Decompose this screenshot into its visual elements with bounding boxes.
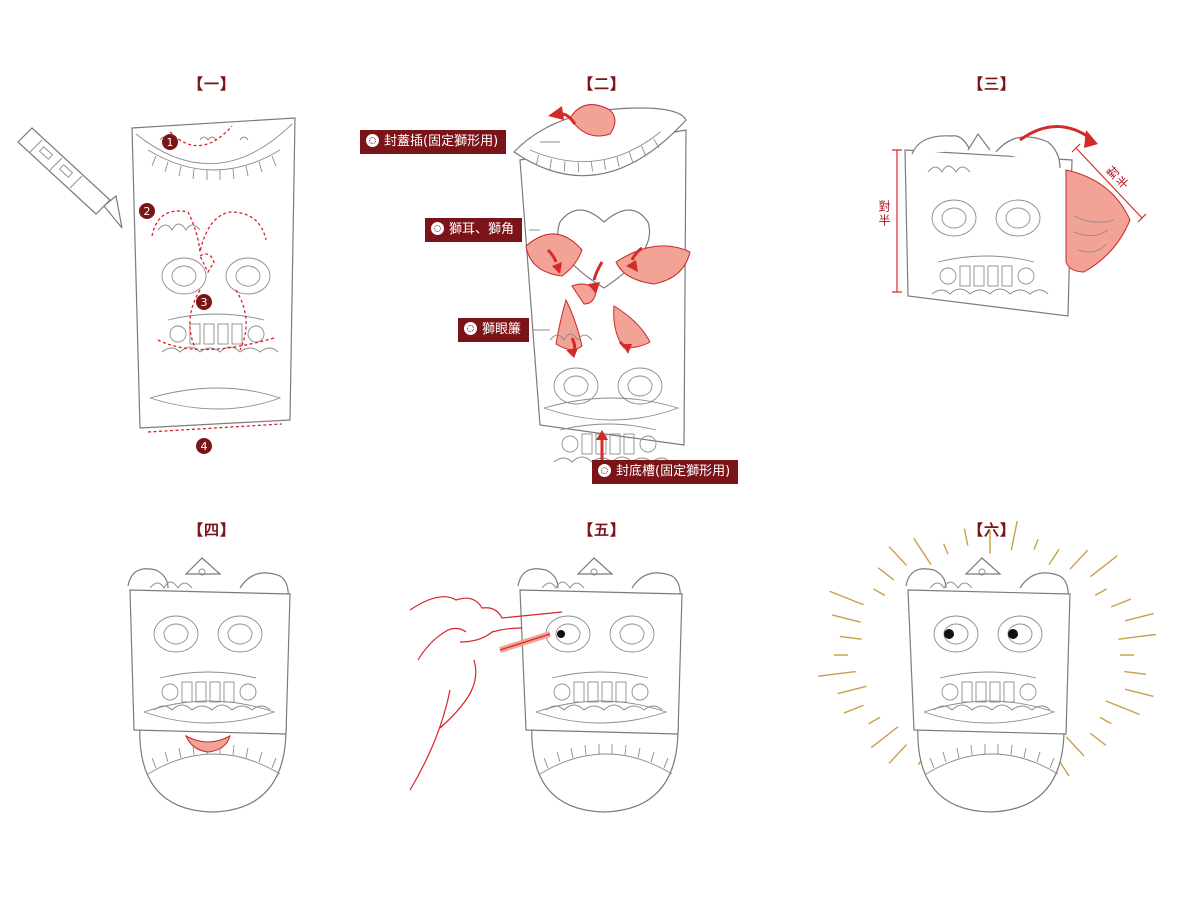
svg-text:4: 4 [201, 440, 208, 453]
sparkle-ray [943, 543, 949, 555]
svg-text:3: 3 [201, 296, 208, 309]
folded-back-highlight [1065, 169, 1131, 273]
chin-plate [139, 723, 287, 813]
sparkle-ray [843, 704, 864, 714]
tag-eye-curtain: 獅眼簾 [458, 318, 530, 342]
step-4-diagram [127, 557, 291, 813]
marker-3: 3 [196, 294, 212, 310]
step-2-diagram [513, 104, 691, 463]
dot-icon [431, 222, 444, 235]
sparkle-ray [1110, 598, 1132, 608]
step-5-diagram [409, 557, 683, 813]
step-1-diagram: 1 2 3 4 [17, 117, 296, 454]
sparkle-ray [837, 685, 867, 695]
sparkle-ray [839, 635, 862, 640]
dot-icon [464, 322, 477, 335]
dot-icon [366, 134, 379, 147]
sparkle-ray [870, 726, 899, 749]
sparkle-ray [1069, 549, 1089, 570]
sparkle-ray [1048, 548, 1060, 566]
marker-4: 4 [196, 438, 212, 454]
tongue-highlight [184, 734, 231, 753]
sparkle-ray [1033, 539, 1039, 550]
sparkle-ray [818, 670, 856, 677]
sparkle-ray [1124, 670, 1147, 675]
step-6-diagram [818, 520, 1157, 813]
tag-cover-insert: 封蓋插(固定獅形用) [360, 130, 507, 154]
lion-face [907, 589, 1071, 735]
dot-icon [598, 464, 611, 477]
cut-line-4 [147, 423, 283, 433]
sparkle-ray [1089, 732, 1107, 747]
sparkle-ray [1118, 633, 1157, 640]
sparkle-ray [1010, 520, 1018, 551]
sparkle-ray [1124, 612, 1154, 622]
red-envelope-sheet [131, 117, 296, 429]
eye-curtain-right-highlight [613, 305, 651, 349]
cover-tab-highlight [569, 104, 616, 137]
folded-face [904, 149, 1073, 317]
sparkle-ray [1089, 555, 1118, 578]
sparkle-ray [963, 528, 969, 546]
svg-text:1: 1 [167, 136, 174, 149]
marker-2: 2 [139, 203, 155, 219]
sparkle-ray [913, 537, 932, 566]
step-6-title: 【六】 [968, 521, 1017, 539]
sparkle-ray [1099, 716, 1112, 725]
lion-face [129, 589, 291, 735]
horn [184, 557, 222, 575]
sparkle-ray [829, 590, 864, 606]
sparkle-ray [831, 614, 861, 623]
step-4-title: 【四】 [188, 521, 237, 539]
sparkle-ray [1124, 688, 1154, 698]
step-5-title: 【五】 [578, 521, 627, 539]
step-3-diagram [892, 125, 1147, 317]
sparkle-ray [1094, 588, 1107, 597]
sparkle-ray [877, 567, 895, 581]
cut-line-2b [199, 253, 215, 274]
sparkle-ray [888, 545, 908, 566]
lion-face [519, 589, 683, 735]
cut-line-3 [157, 289, 275, 351]
tag-bottom-slot: 封底槽(固定獅形用) [592, 460, 739, 484]
sparkle-ray [873, 588, 886, 597]
fold-label-vertical: 對半 [877, 200, 891, 228]
svg-text:2: 2 [144, 205, 151, 218]
step-1-title: 【一】 [188, 75, 237, 93]
sparkle-ray [1105, 700, 1140, 716]
sparkle-ray [888, 744, 908, 765]
sparkle-ray [868, 716, 881, 725]
step-2-title: 【二】 [578, 75, 627, 93]
hand-with-pen-icon [409, 596, 563, 791]
utility-knife-icon [17, 127, 123, 229]
marker-1: 1 [162, 134, 178, 150]
sparkle-ray [1065, 736, 1085, 757]
cut-line-2 [151, 210, 267, 253]
tag-ears-horns: 獅耳、獅角 [425, 218, 523, 242]
step-3-title: 【三】 [968, 75, 1017, 93]
